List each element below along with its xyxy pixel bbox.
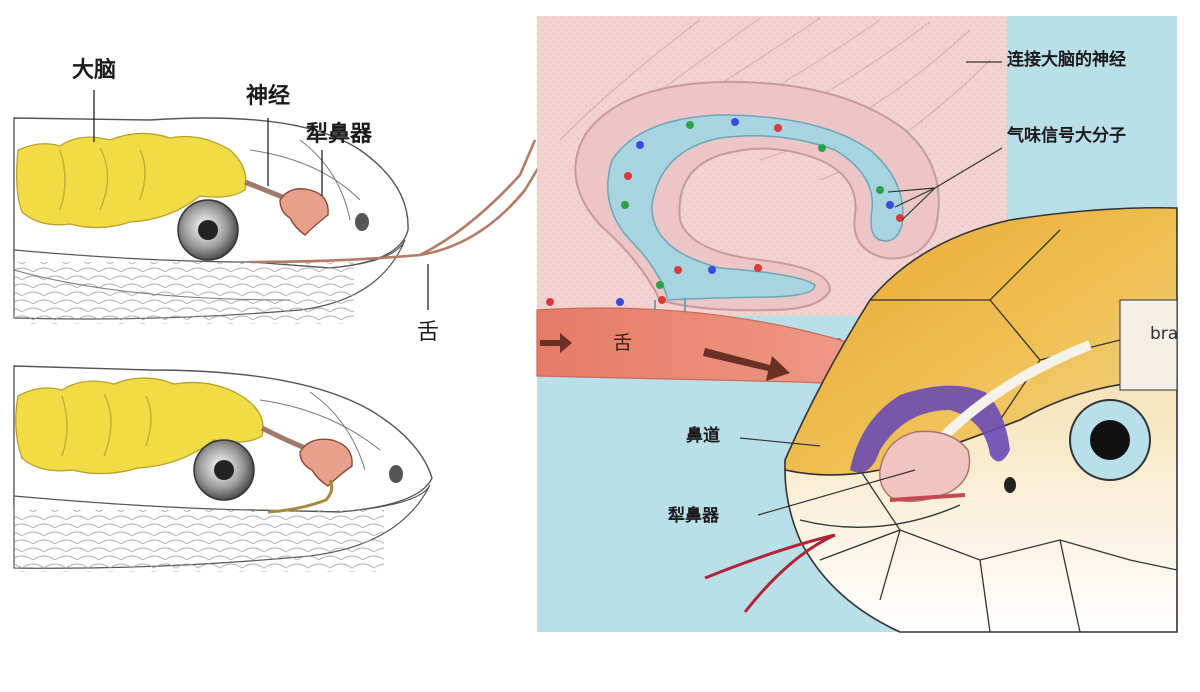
odor-molecule	[674, 266, 682, 274]
odor-molecule	[621, 201, 629, 209]
odor-molecule	[754, 264, 762, 272]
label-nasal-passage: 鼻道	[686, 426, 720, 446]
label-nerve-to-brain: 连接大脑的神经	[1007, 50, 1126, 70]
odor-molecule	[686, 121, 694, 129]
leader-vomeronasal-right	[757, 469, 916, 516]
vomeronasal-lumen	[606, 114, 904, 301]
odor-molecule	[731, 118, 739, 126]
brain-folds-top	[59, 147, 146, 211]
label-vomeronasal-right: 犁鼻器	[668, 506, 719, 526]
snake-head-bottom	[13, 365, 433, 572]
brain-bottom	[15, 377, 264, 475]
pupil-right	[1090, 420, 1130, 460]
mouth-line-right	[799, 504, 961, 528]
odor-molecule	[624, 172, 632, 180]
snake-head-top	[13, 90, 542, 324]
label-brain: 大脑	[72, 58, 117, 83]
arrow-left	[540, 333, 572, 353]
nostril-top	[355, 213, 369, 231]
pupil-bottom	[214, 460, 234, 480]
label-nerve: 神经	[246, 84, 291, 109]
head-plate-line-top	[249, 139, 361, 221]
left-panel	[13, 90, 542, 572]
leader-odor-molecules	[887, 147, 1003, 221]
odor-molecule	[708, 266, 716, 274]
odor-molecule	[616, 298, 624, 306]
odor-molecule	[886, 201, 894, 209]
brain-top	[16, 132, 247, 229]
odor-molecules	[546, 118, 904, 346]
odor-molecule	[636, 141, 644, 149]
odor-molecule	[818, 144, 826, 152]
label-vomeronasal-left: 犁鼻器	[306, 122, 373, 147]
odor-molecule	[658, 296, 666, 304]
brain-folds-bottom	[61, 393, 152, 457]
odor-molecule	[774, 124, 782, 132]
pupil-top	[198, 220, 218, 240]
head-plate-line-bottom	[259, 391, 381, 471]
label-odor-molecules: 气味信号大分子	[1007, 126, 1126, 146]
odor-molecule	[546, 298, 554, 306]
scales-texture-bottom	[14, 510, 384, 572]
nostril-right	[1004, 477, 1016, 493]
forked-tongue-right	[704, 533, 836, 613]
tongue-retracted-bottom	[267, 479, 334, 514]
odor-molecule	[896, 214, 904, 222]
snake-head-right	[704, 206, 1178, 633]
leader-nasal-passage	[739, 437, 821, 447]
right-panel	[536, 16, 1178, 633]
vomeronasal-organ-bottom	[299, 438, 353, 487]
neck-scales-top	[13, 269, 291, 301]
odor-molecule	[656, 281, 664, 289]
scales-texture-top	[14, 262, 354, 324]
label-tongue-right: 舌	[613, 332, 633, 354]
brain-region-white	[1119, 299, 1178, 391]
label-tongue-left: 舌	[417, 320, 440, 345]
tongue-top	[249, 139, 542, 264]
olfactory-nerve-white	[936, 340, 1092, 444]
arrow-right	[703, 348, 790, 381]
vomeronasal-organ-top	[279, 188, 329, 236]
odor-molecule	[876, 186, 884, 194]
label-brain-partial: bra	[1150, 324, 1179, 344]
vomeronasal-duct-right	[889, 493, 966, 502]
nostril-bottom	[389, 465, 403, 483]
